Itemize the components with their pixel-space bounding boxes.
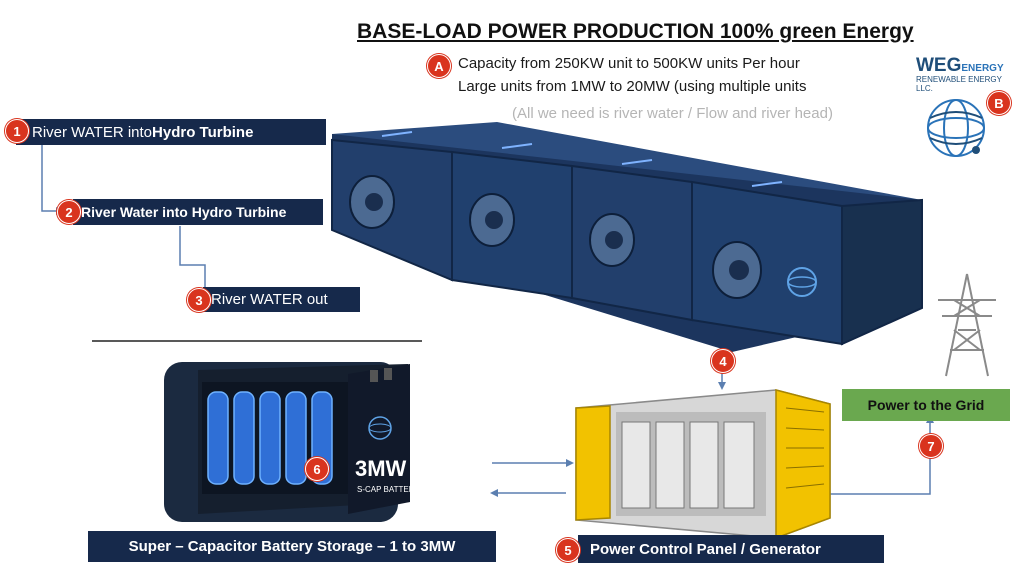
step-3-label: River WATER out xyxy=(203,287,360,312)
page-title: BASE-LOAD POWER PRODUCTION 100% green En… xyxy=(357,20,914,43)
battery-caption: Super – Capacitor Battery Storage – 1 to… xyxy=(88,531,496,562)
globe-logo-icon xyxy=(927,99,985,157)
capacity-note: (All we need is river water / Flow and r… xyxy=(512,105,833,122)
logo-brand: WEG xyxy=(916,55,962,76)
capacity-line-1: Capacity from 250KW unit to 500KW units … xyxy=(458,55,800,72)
power-to-grid-label: Power to the Grid xyxy=(842,389,1010,421)
badge-5: 5 xyxy=(556,538,580,562)
supercapacitor-battery: 3MW S-CAP BATTERY xyxy=(164,362,420,522)
badge-3: 3 xyxy=(187,288,211,312)
step-1-text: River WATER into xyxy=(32,123,153,141)
badge-6: 6 xyxy=(305,457,329,481)
logo-brand-suffix: ENERGY xyxy=(961,63,1004,74)
badge-a: A xyxy=(427,54,451,78)
hydro-turbine-containers xyxy=(331,122,923,352)
badge-2: 2 xyxy=(57,200,81,224)
step-5-label: Power Control Panel / Generator xyxy=(578,535,884,563)
power-control-generator xyxy=(575,389,831,540)
capacity-line-2: Large units from 1MW to 20MW (using mult… xyxy=(458,78,807,95)
battery-sublabel-text: S-CAP BATTERY xyxy=(357,485,420,494)
company-logo: WEGENERGY RENEWABLE ENERGY LLC. xyxy=(916,55,1016,93)
step-2-label: River Water into Hydro Turbine xyxy=(73,199,323,225)
battery-capacity-text: 3MW xyxy=(355,456,407,481)
badge-7: 7 xyxy=(919,434,943,458)
badge-4: 4 xyxy=(711,349,735,373)
badge-1: 1 xyxy=(5,119,29,143)
step-1-label: River WATER into Hydro Turbine xyxy=(16,119,326,145)
logo-tagline: RENEWABLE ENERGY LLC. xyxy=(916,75,1002,93)
step-1-bold-text: Hydro Turbine xyxy=(152,123,254,141)
badge-b: B xyxy=(987,91,1011,115)
transmission-tower-icon xyxy=(938,273,996,377)
